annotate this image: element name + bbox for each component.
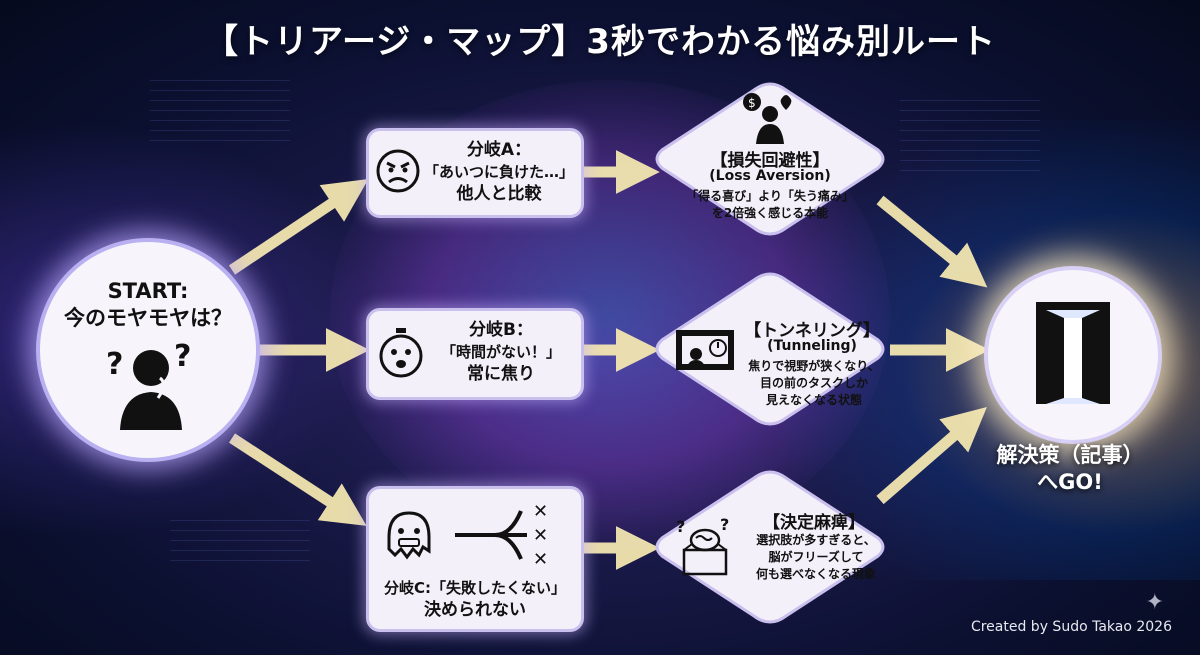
branch-b-quote: 「時間がない！」 bbox=[440, 343, 561, 361]
goal-label-2: へGO! bbox=[1037, 470, 1103, 494]
branch-c-box: ✕ ✕ ✕ 分岐C:「失敗したくない」 決められない bbox=[366, 486, 584, 632]
bias-1-subtitle: (Loss Aversion) bbox=[709, 168, 831, 184]
open-door-icon bbox=[1036, 302, 1110, 404]
bias-3-desc-1: 選択肢が多すぎると、 bbox=[756, 533, 876, 547]
bias-3-diamond-shape bbox=[655, 470, 885, 624]
svg-text:?: ? bbox=[676, 517, 685, 536]
stopwatch-face-icon bbox=[379, 328, 423, 378]
arrow-start-to-c bbox=[228, 433, 367, 526]
svg-text:✕: ✕ bbox=[533, 549, 548, 570]
bias-3-title: 【決定麻痺】 bbox=[763, 513, 865, 533]
svg-text:✕: ✕ bbox=[533, 525, 548, 546]
svg-text:?: ? bbox=[174, 339, 191, 374]
angry-face-icon bbox=[376, 149, 420, 193]
bias-1-desc-1: 「得る喜び」より「失う痛み」 bbox=[686, 189, 854, 203]
bias-2-diamond-shape bbox=[655, 272, 885, 426]
branching-choices-icon: ✕ ✕ ✕ bbox=[455, 501, 548, 570]
bias-2-title: 【トンネリング】 bbox=[744, 321, 880, 341]
credit-text: Created by Sudo Takao 2026 bbox=[970, 619, 1172, 635]
frozen-brain-icon: ? ? bbox=[676, 516, 729, 576]
branch-c-title: 分岐C:「失敗したくない」 bbox=[383, 579, 566, 597]
start-node: START: 今のモヤモヤは？ ? ? bbox=[36, 238, 260, 462]
page-title: 【トリアージ・マップ】3秒でわかる悩み別ルート bbox=[204, 22, 996, 62]
goal-node bbox=[984, 266, 1162, 444]
svg-text:$: $ bbox=[748, 96, 756, 110]
tunnel-vision-icon bbox=[676, 330, 734, 370]
code-decoration-right bbox=[900, 100, 1040, 180]
branch-b-title: 分岐B： bbox=[469, 320, 533, 340]
arrow-bias1-to-goal bbox=[876, 195, 988, 288]
goal-label: 解決策（記事） へGO! bbox=[960, 442, 1180, 496]
bias-3-desc-3: 何も選べなくなる現象 bbox=[755, 567, 876, 581]
bias-1-desc-2: を2倍強く感じる本能 bbox=[711, 206, 829, 220]
svg-text:✕: ✕ bbox=[533, 501, 548, 522]
money-heartbreak-person-icon: $ bbox=[743, 93, 792, 144]
bias-decision-paralysis: ? ? 【決定麻痺】 選択肢が多すぎると、 脳がフリーズして 何も選べなくなる現… bbox=[650, 468, 890, 626]
bias-1-diamond-shape bbox=[655, 82, 885, 236]
bias-2-desc-2: 目の前のタスクしか bbox=[759, 376, 868, 390]
branch-a-box: 分岐A： 「あいつに負けた…」 他人と比較 bbox=[366, 128, 584, 218]
branch-b-box: 分岐B： 「時間がない！」 常に焦り bbox=[366, 308, 584, 400]
code-decoration-left bbox=[150, 80, 290, 150]
sparkle-icon: ✦ bbox=[1145, 590, 1164, 615]
bias-2-desc-3: 見えなくなる状態 bbox=[765, 393, 862, 407]
branch-a-desc: 他人と比較 bbox=[456, 184, 542, 204]
branch-a-title: 分岐A： bbox=[466, 140, 532, 160]
bias-1-title: 【損失回避性】 bbox=[710, 151, 830, 171]
svg-text:?: ? bbox=[106, 347, 123, 382]
branch-c-desc: 決められない bbox=[424, 600, 526, 620]
arrow-start-to-a bbox=[228, 179, 369, 275]
bias-2-subtitle: (Tunneling) bbox=[767, 338, 857, 354]
bias-3-desc-2: 脳がフリーズして bbox=[768, 550, 864, 564]
bias-2-desc-1: 焦りで視野が狭くなり、 bbox=[748, 359, 880, 373]
start-label-1: START: bbox=[107, 279, 189, 303]
bias-tunneling: 【トンネリング】 (Tunneling) 焦りで視野が狭くなり、 目の前のタスク… bbox=[650, 270, 890, 428]
branch-b-desc: 常に焦り bbox=[467, 364, 535, 384]
branch-a-quote: 「あいつに負けた…」 bbox=[423, 163, 574, 181]
start-label-2: 今のモヤモヤは？ bbox=[64, 306, 232, 330]
frozen-face-icon bbox=[387, 511, 431, 560]
thinking-person-icon: ? ? bbox=[106, 339, 191, 430]
code-decoration-bottom bbox=[170, 520, 310, 570]
svg-text:?: ? bbox=[720, 516, 729, 534]
goal-label-1: 解決策（記事） bbox=[996, 443, 1144, 467]
arrow-bias3-to-goal bbox=[876, 407, 987, 505]
bias-loss-aversion: $ 【損失回避性】 (Loss Aversion) 「得る喜び」より「失う痛み」… bbox=[650, 80, 890, 238]
